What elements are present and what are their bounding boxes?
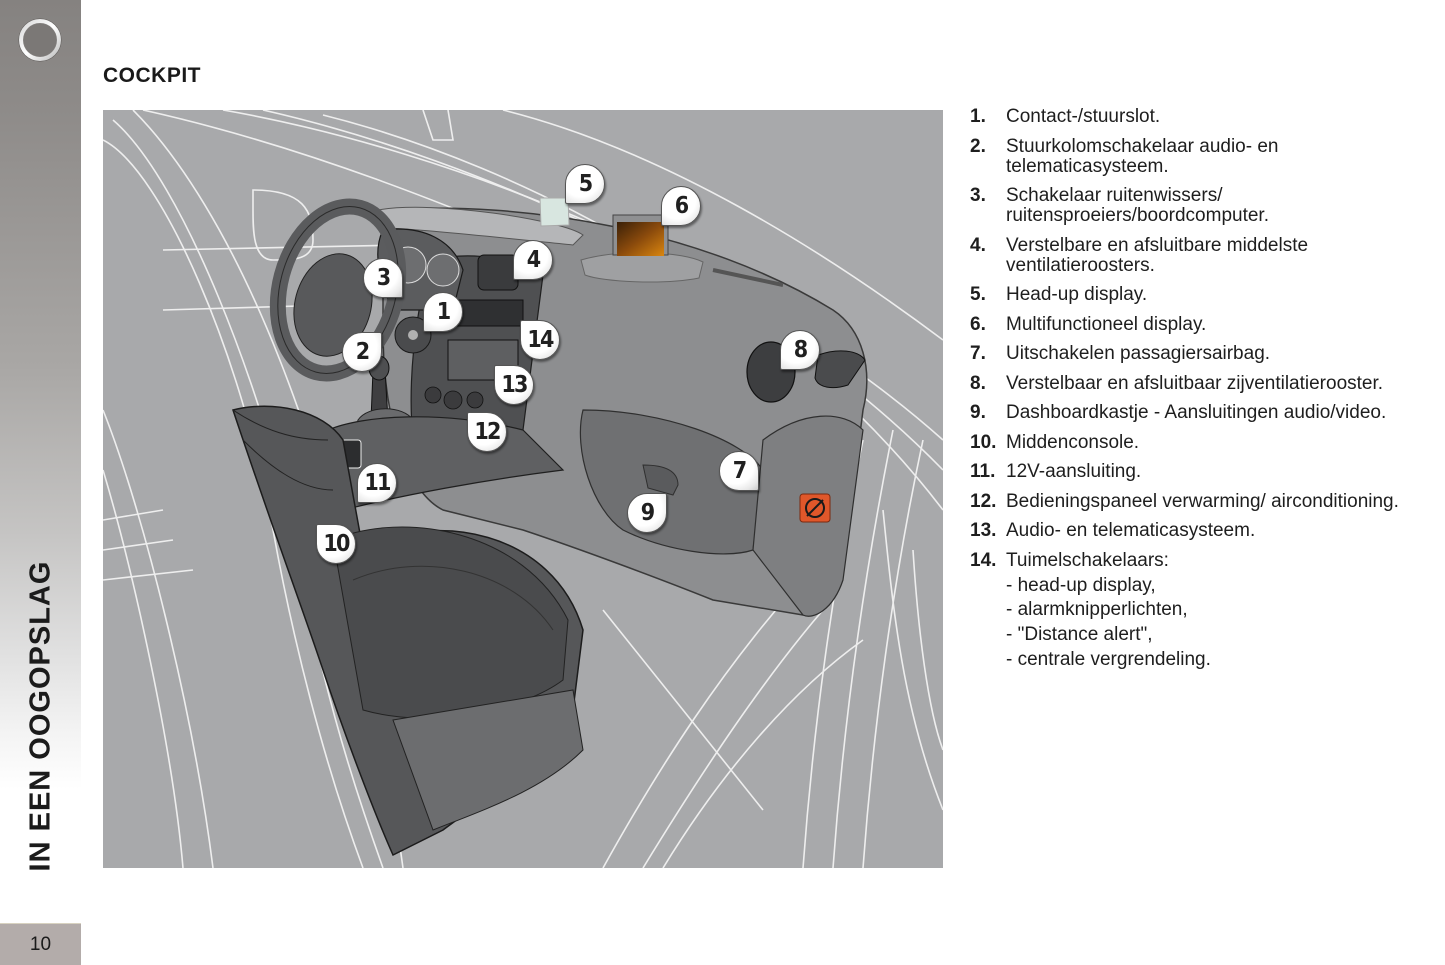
legend-text: Audio- en telematicasysteem.	[1006, 520, 1256, 541]
legend-number: 1.	[970, 106, 986, 127]
airbag-off-icon	[799, 493, 831, 523]
sub-item: - head-up display,	[1006, 574, 1156, 596]
cockpit-scene	[103, 110, 943, 868]
legend-item: 8. Verstelbaar en afsluitbaar zijventila…	[970, 372, 1410, 394]
legend-number: 5.	[970, 284, 986, 305]
callout-2[interactable]: 2	[342, 332, 382, 372]
legend-item: 4. Verstelbare en afsluitbare middelste …	[970, 234, 1410, 276]
legend-item: 1. Contact-/stuurslot.	[970, 107, 1410, 127]
callout-12[interactable]: 12	[467, 412, 507, 452]
legend-item: 12. Bedieningspaneel verwarming/ aircond…	[970, 490, 1410, 512]
legend-number: 13.	[970, 520, 997, 541]
legend-item: 9. Dashboardkastje - Aansluitingen audio…	[970, 403, 1410, 423]
callout-9[interactable]: 9	[627, 493, 667, 533]
multifunction-display	[617, 222, 664, 256]
page-number: 10	[0, 923, 81, 965]
legend-item: 10. Middenconsole.	[970, 431, 1410, 453]
legend-item: 7. Uitschakelen passagiersairbag.	[970, 344, 1410, 364]
legend-item: 2. Stuurkolomschakelaar audio- en telema…	[970, 135, 1410, 177]
legend-number: 7.	[970, 343, 986, 364]
sub-item: - "Distance alert",	[1006, 624, 1153, 646]
legend-number: 12.	[970, 490, 997, 512]
section-label: IN EEN OOGOPSLAG	[24, 560, 57, 872]
legend-item: 5. Head-up display.	[970, 285, 1410, 305]
legend-text: Dashboardkastje - Aansluitingen audio/vi…	[1006, 402, 1387, 423]
page-number-text: 10	[29, 933, 52, 955]
ring-icon	[18, 18, 62, 62]
legend-text: Head-up display.	[1006, 284, 1148, 305]
legend-text: Stuurkolomschakelaar audio- en telematic…	[1006, 135, 1279, 177]
callout-14[interactable]: 14	[520, 320, 560, 360]
legend-list: 1. Contact-/stuurslot. 2. Stuurkolomscha…	[970, 107, 1410, 684]
sub-item: - alarmknipperlichten,	[1006, 599, 1188, 621]
toggle-switch-list: - head-up display, - alarmknipperlichten…	[1006, 574, 1410, 670]
legend-item: 13. Audio- en telematicasysteem.	[970, 521, 1410, 541]
legend-number: 6.	[970, 313, 986, 335]
head-up-display	[539, 197, 570, 227]
cockpit-illustration: 1 2 3 4 5 6 7 8 9 10 11 12 13 14	[103, 110, 943, 868]
legend-text: Verstelbare en afsluitbare middelste ven…	[1006, 234, 1309, 276]
legend-text: Tuimelschakelaars: - head-up display, - …	[1006, 549, 1410, 675]
callout-5[interactable]: 5	[565, 164, 605, 204]
legend-number: 10.	[970, 431, 997, 453]
sidebar: IN EEN OOGOPSLAG	[0, 0, 81, 918]
callout-8[interactable]: 8	[780, 330, 820, 370]
legend-text: Verstelbaar en afsluitbaar zijventilatie…	[1006, 372, 1384, 394]
legend-text: 12V-aansluiting.	[1006, 461, 1142, 482]
legend-number: 14.	[970, 549, 997, 571]
legend-number: 4.	[970, 234, 986, 256]
legend-number: 2.	[970, 135, 986, 157]
callout-1[interactable]: 1	[423, 292, 463, 332]
legend-item: 11. 12V-aansluiting.	[970, 462, 1410, 482]
legend-item: 3. Schakelaar ruitenwissers/ ruitensproe…	[970, 186, 1410, 226]
legend-text: Bedieningspaneel verwarming/ airconditio…	[1006, 490, 1399, 512]
legend-text: Schakelaar ruitenwissers/ ruitensproeier…	[1006, 185, 1269, 226]
legend-number: 3.	[970, 185, 986, 206]
callout-3[interactable]: 3	[363, 258, 403, 298]
legend-text: Contact-/stuurslot.	[1006, 106, 1161, 127]
callout-6[interactable]: 6	[661, 186, 701, 226]
legend-text: Middenconsole.	[1006, 431, 1140, 453]
legend-text-main: Tuimelschakelaars:	[1006, 549, 1169, 571]
legend-number: 8.	[970, 372, 986, 394]
callout-10[interactable]: 10	[316, 524, 356, 564]
callout-13[interactable]: 13	[494, 365, 534, 405]
legend-item: 6. Multifunctioneel display.	[970, 313, 1410, 335]
callout-4[interactable]: 4	[513, 240, 553, 280]
legend-item: 14. Tuimelschakelaars: - head-up display…	[970, 549, 1410, 675]
callout-11[interactable]: 11	[357, 463, 397, 503]
page-title: COCKPIT	[103, 64, 201, 87]
legend-text: Uitschakelen passagiersairbag.	[1006, 343, 1271, 364]
legend-number: 11.	[970, 461, 996, 482]
legend-text: Multifunctioneel display.	[1006, 313, 1207, 335]
callout-7[interactable]: 7	[719, 451, 759, 491]
sub-item: - centrale vergrendeling.	[1006, 648, 1211, 670]
legend-number: 9.	[970, 402, 986, 423]
